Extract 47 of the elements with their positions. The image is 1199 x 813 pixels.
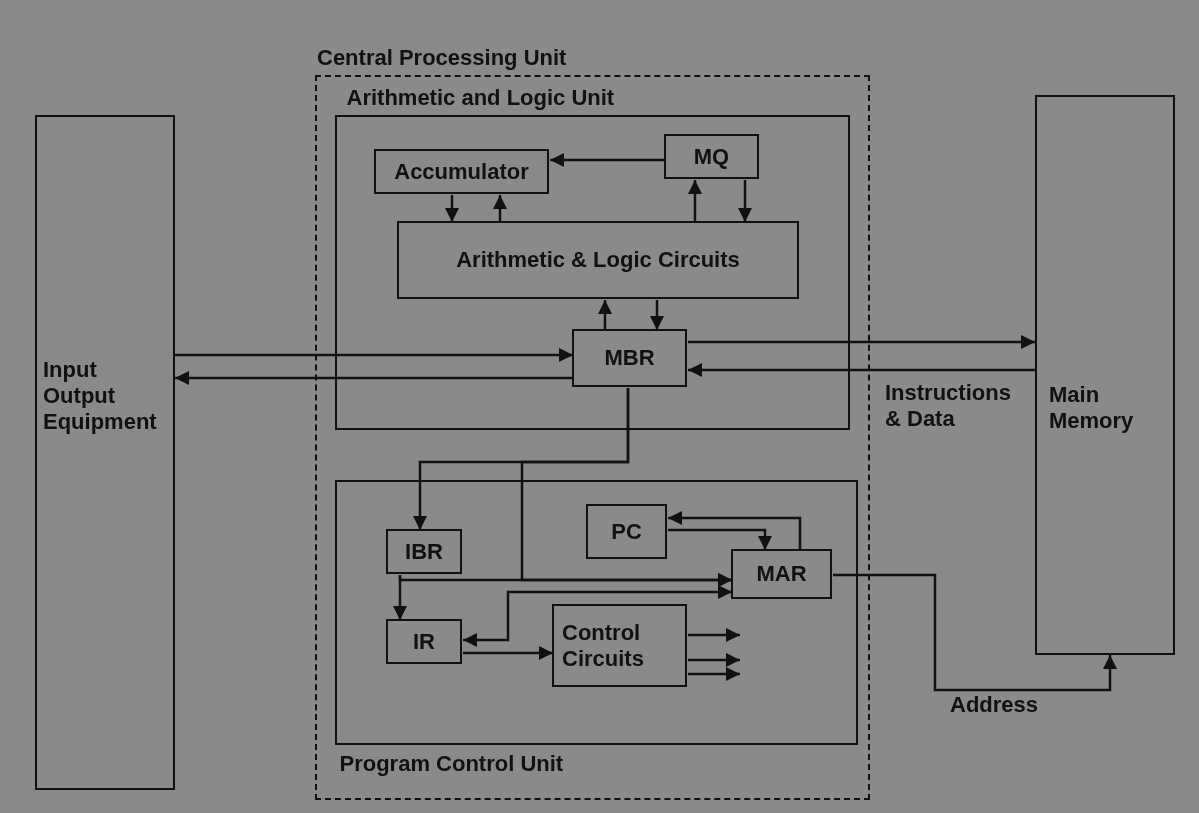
arrow	[398, 573, 732, 587]
arrow	[650, 300, 664, 330]
arrow	[668, 528, 772, 550]
node-label: PC	[610, 518, 643, 545]
arrow	[493, 195, 507, 222]
node-label: MQ	[692, 143, 731, 170]
register-box	[374, 149, 549, 194]
arrow	[688, 180, 702, 222]
arrow	[445, 195, 459, 222]
node-label: Main Memory	[1049, 382, 1135, 434]
register-box	[664, 134, 759, 179]
edge-label: Address	[950, 692, 1039, 718]
circuit-box	[552, 604, 687, 687]
arrow	[550, 153, 665, 167]
node-label: Accumulator	[393, 158, 530, 185]
memory-block	[1035, 95, 1175, 655]
arrow	[738, 180, 752, 222]
node-label: IR	[412, 628, 436, 655]
signal-label: Instructions & Data	[885, 380, 1012, 432]
arrow	[668, 511, 802, 550]
arrow	[688, 628, 740, 642]
register-box	[586, 504, 667, 559]
arrow	[688, 667, 740, 681]
register-box	[572, 329, 687, 387]
arrow	[688, 363, 1035, 377]
circuit-box	[397, 221, 799, 299]
node-label: Arithmetic & Logic Circuits	[455, 247, 741, 273]
arrow	[175, 371, 573, 385]
arrow	[463, 585, 732, 647]
arrow	[688, 335, 1035, 349]
arrow	[688, 653, 740, 667]
unit-heading: Arithmetic and Logic Unit	[346, 84, 615, 111]
register-box	[731, 549, 832, 599]
node-label: MBR	[603, 345, 656, 371]
node-label: Input Output Equipment	[43, 357, 158, 435]
unit-heading: Central Processing Unit	[317, 45, 567, 71]
register-box	[386, 529, 462, 574]
node-label: Control Circuits	[561, 619, 645, 672]
unit-heading: Program Control Unit	[339, 750, 564, 777]
input-output-block	[35, 115, 175, 790]
node-label: IBR	[404, 538, 444, 565]
arrow	[833, 573, 1117, 692]
node-label: MAR	[755, 561, 808, 587]
arrow	[175, 348, 573, 362]
arrow	[463, 646, 553, 660]
register-box	[386, 619, 462, 664]
arrow	[598, 300, 612, 330]
